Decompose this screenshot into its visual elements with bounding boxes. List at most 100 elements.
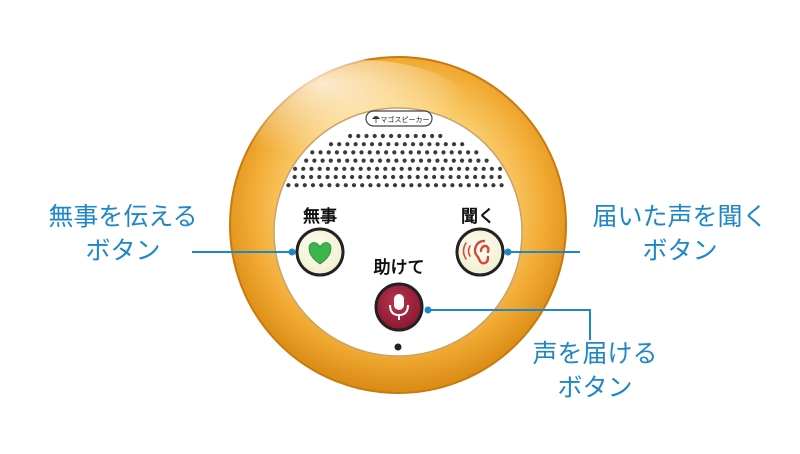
speaker-dot	[483, 183, 488, 188]
speaker-dot	[499, 183, 504, 188]
speaker-dot	[384, 183, 389, 188]
speaker-dot	[317, 174, 322, 180]
heart-icon	[308, 242, 332, 265]
speaker-dot	[457, 166, 462, 171]
speaker-dot	[407, 166, 412, 171]
brand-plate	[365, 110, 433, 127]
speaker-dot	[334, 150, 339, 155]
speaker-dot	[451, 158, 456, 163]
speaker-dot	[358, 174, 363, 180]
speaker-dot	[400, 150, 405, 155]
speaker-dot	[392, 183, 398, 188]
speaker-dot	[353, 142, 358, 147]
speaker-dot	[309, 166, 314, 171]
speaker-dot	[419, 142, 424, 147]
speaker-dot	[407, 174, 412, 180]
speaker-dot	[489, 174, 494, 180]
speaker-dot	[386, 158, 391, 163]
speaker-dot	[333, 174, 338, 180]
annotation-line: ボタン	[642, 236, 718, 265]
speaker-dot	[380, 133, 385, 139]
speaker-dot	[328, 158, 333, 163]
speaker-dot	[415, 174, 420, 180]
speaker-dot	[459, 158, 465, 163]
speaker-dot	[351, 150, 356, 155]
speaker-dot	[372, 133, 377, 139]
umbrella-logo-icon	[372, 116, 380, 123]
speaker-dot	[442, 183, 447, 188]
speaker-dot	[375, 150, 380, 155]
speaker-dot	[443, 158, 448, 163]
speaker-dot	[335, 183, 340, 188]
speaker-dot	[382, 174, 387, 180]
speaker-dot	[294, 183, 299, 188]
speaker-dot	[433, 183, 439, 188]
speaker-dot	[310, 183, 316, 188]
speaker-grille	[286, 133, 504, 188]
speaker-dot	[386, 142, 391, 147]
speaker-dot	[301, 166, 306, 171]
speaker-dot	[466, 183, 471, 188]
speaker-dot	[353, 158, 358, 163]
speaker-dot	[448, 174, 453, 180]
speaker-dot	[309, 174, 314, 180]
speaker-dot	[457, 150, 462, 155]
speaker-dot	[394, 158, 399, 163]
speaker-dot	[300, 174, 305, 180]
speaker-dot	[449, 150, 454, 155]
speaker-dot	[409, 183, 414, 188]
safe-button[interactable]	[295, 227, 345, 277]
speaker-dot	[320, 158, 325, 163]
speaker-dot	[391, 166, 396, 171]
speaker-dot	[328, 142, 334, 147]
speaker-dot	[497, 174, 502, 180]
speaker-dot	[292, 174, 297, 180]
annotation-line: 声を届ける	[532, 339, 658, 368]
speaker-dot	[318, 150, 323, 155]
listen-button[interactable]	[455, 227, 505, 277]
speaker-dot	[402, 142, 407, 147]
speaker-dot	[392, 150, 397, 155]
speaker-dot	[286, 183, 291, 188]
speaker-dot	[443, 142, 448, 147]
brand-label: マゴスピーカー	[380, 115, 429, 124]
speaker-dot	[374, 174, 379, 180]
help-button[interactable]	[374, 282, 424, 332]
speaker-dot	[402, 158, 407, 163]
speaker-dot	[458, 183, 463, 188]
speaker-dot	[348, 133, 353, 139]
speaker-dot	[345, 158, 350, 163]
speaker-dot	[358, 166, 363, 171]
speaker-dot	[460, 142, 465, 147]
speaker-dot	[293, 166, 298, 171]
speaker-dot	[317, 166, 322, 171]
speaker-dot	[364, 133, 369, 139]
speaker-dot	[416, 166, 421, 171]
annotation-line: 無事を伝える	[48, 202, 198, 231]
speaker-dot	[350, 174, 355, 180]
left-button-label: 無事	[303, 206, 337, 227]
speaker-dot	[351, 183, 357, 188]
ear-icon	[462, 239, 490, 265]
speaker-dot	[417, 183, 422, 188]
speaker-dot	[325, 174, 330, 180]
speaker-dot	[389, 133, 394, 139]
speaker-dot	[416, 150, 421, 155]
speaker-dot	[413, 133, 418, 139]
speaker-dot	[481, 166, 486, 171]
speaker-dot	[399, 166, 404, 171]
speaker-dot	[378, 142, 383, 147]
speaker-dot	[484, 158, 489, 163]
speaker-dot	[394, 142, 399, 147]
speaker-dot	[343, 150, 348, 155]
speaker-dot	[440, 174, 445, 180]
speaker-dot	[433, 150, 438, 155]
speaker-dot	[350, 166, 355, 171]
speaker-dot	[410, 142, 416, 147]
microphone-icon	[389, 294, 409, 320]
speaker-dot	[325, 166, 330, 171]
speaker-dot	[476, 158, 481, 163]
speaker-dot	[473, 166, 478, 171]
speaker-dot	[367, 150, 372, 155]
speaker-dot	[432, 166, 437, 171]
